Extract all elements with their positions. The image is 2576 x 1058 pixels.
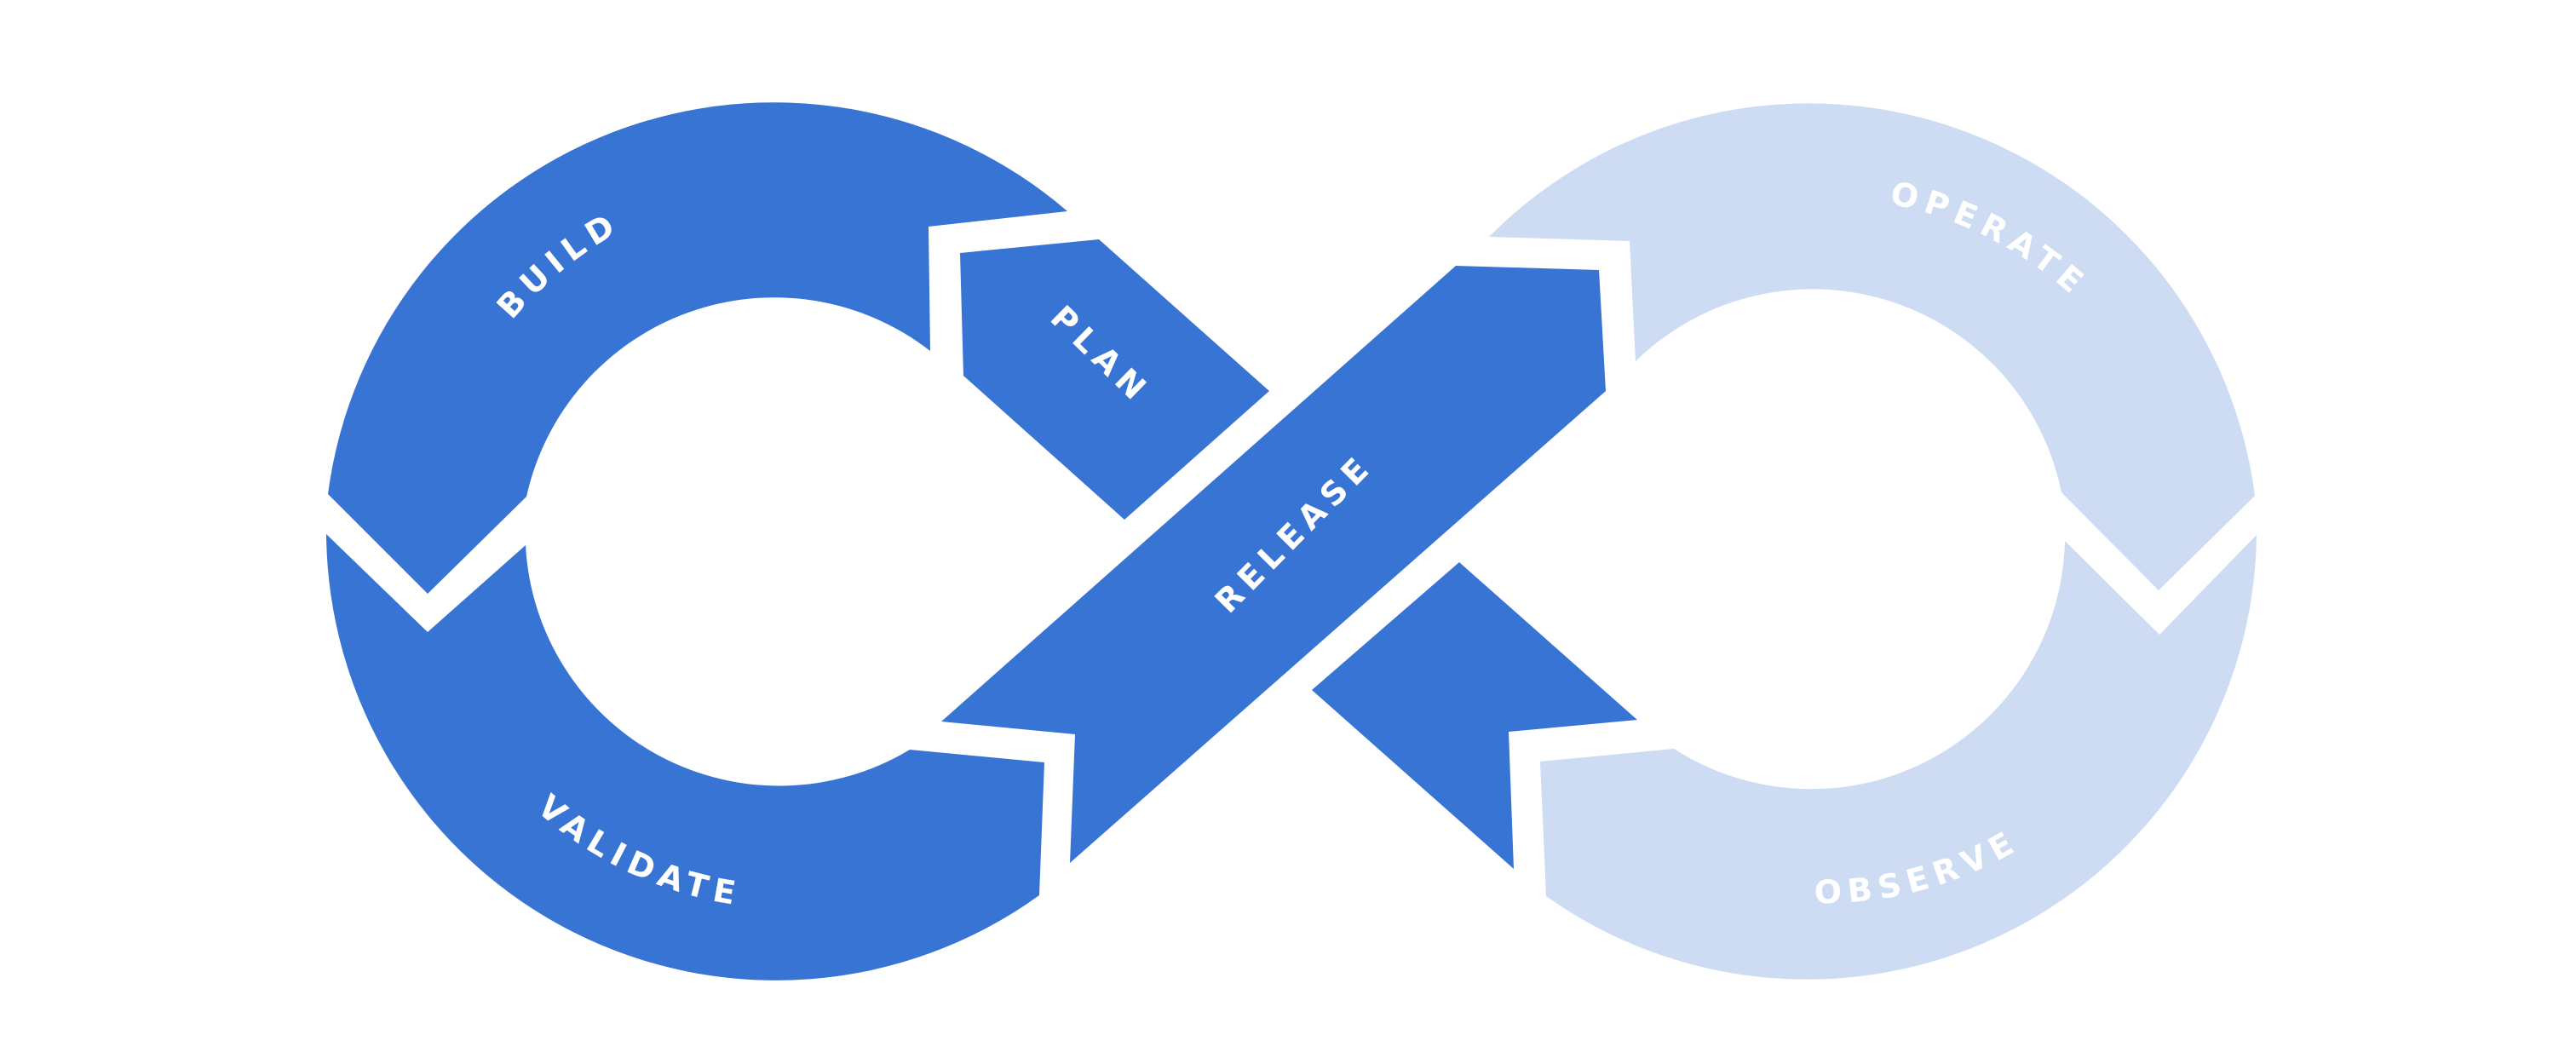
validate-segment — [326, 534, 1044, 980]
observe-segment — [1540, 535, 2257, 980]
build-segment — [328, 102, 1067, 595]
release-arrow — [941, 266, 1606, 863]
plan-arrow — [960, 239, 1269, 520]
operate-segment — [1489, 103, 2255, 590]
return-arrow — [1312, 562, 1637, 869]
